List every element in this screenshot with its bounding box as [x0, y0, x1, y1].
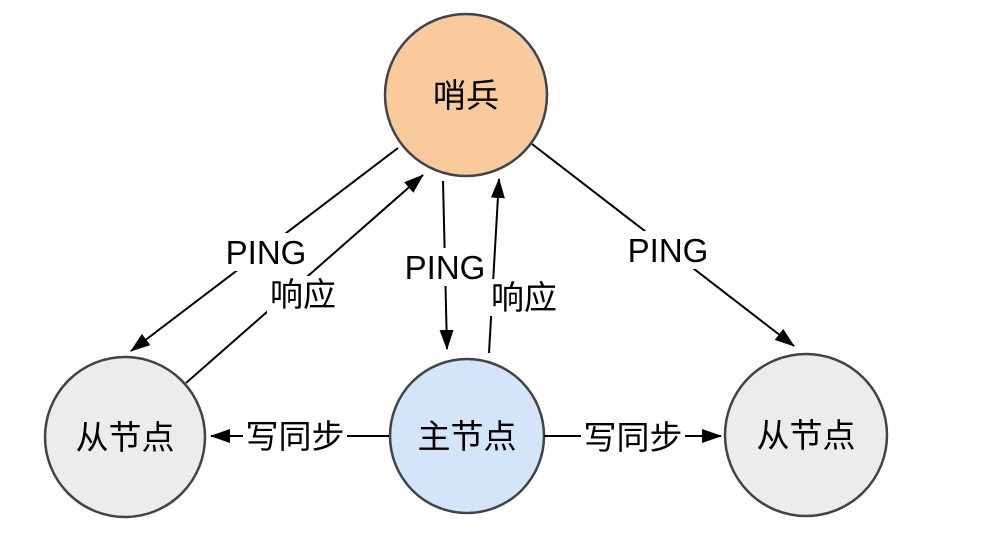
ping-middle-label-bg: [400, 248, 490, 286]
master-label: 主节点: [418, 418, 517, 455]
slave-node-right: 从节点: [723, 352, 889, 518]
ping-right-label: PING: [628, 232, 709, 269]
master-node: 主节点: [388, 357, 546, 515]
response-middle-label: 响应: [491, 279, 557, 316]
response-left-label: 响应: [270, 276, 336, 313]
slave-right-label: 从节点: [757, 417, 856, 454]
ping-right-label-bg: [622, 231, 714, 269]
write-sync-right-label: 写同步: [584, 419, 683, 456]
write-sync-left-label-bg: [243, 417, 347, 455]
response-middle-label-bg: [488, 279, 560, 316]
sentinel-label: 哨兵: [433, 77, 499, 114]
response-left-label-bg: [267, 276, 339, 313]
ping-left-label: PING: [226, 234, 307, 271]
slave-left-circle: [43, 355, 207, 519]
write-sync-right-label-bg: [581, 418, 685, 456]
node-group: 哨兵 从节点 主节点 从节点: [43, 12, 889, 519]
edge-response-middle-arrow: [488, 178, 505, 354]
sentinel-circle: [383, 12, 549, 178]
slave-left-label: 从节点: [76, 419, 175, 456]
ping-left-label-bg: [219, 233, 313, 271]
ping-middle-label: PING: [405, 249, 486, 286]
slave-node-left: 从节点: [43, 355, 207, 519]
write-sync-left-label: 写同步: [246, 418, 345, 455]
sentinel-node: 哨兵: [383, 12, 549, 178]
edge-label-group: PING 响应 PING 响应 PING 写同步 写同步: [219, 231, 714, 456]
slave-right-circle: [723, 352, 889, 518]
